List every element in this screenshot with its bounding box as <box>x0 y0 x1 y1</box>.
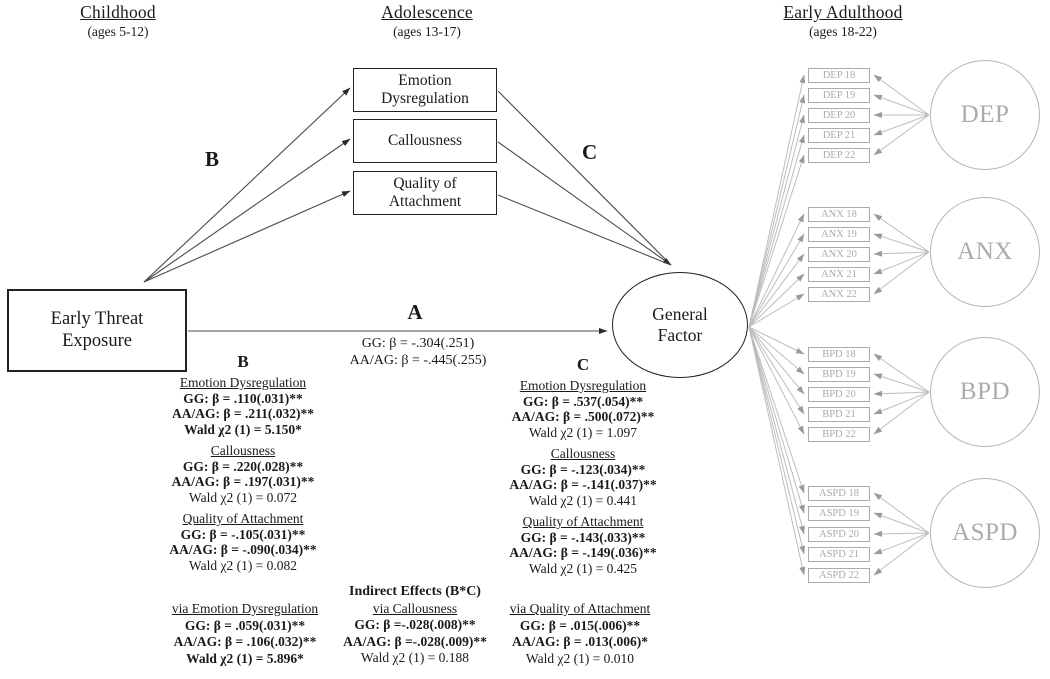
aa-ag-estimate: AA/AG: β =-.028(.009)** <box>343 633 487 649</box>
indicator-bpd-19: BPD 19 <box>808 367 870 382</box>
path-label-b: B <box>205 147 220 171</box>
header-childhood: Childhood (ages 5-12) <box>28 2 208 40</box>
section-title: Callousness <box>210 443 276 458</box>
path-label-a: A <box>407 300 423 324</box>
indicator-anx-21: ANX 21 <box>808 267 870 282</box>
section-title: Quality of Attachment <box>522 514 644 529</box>
stats-c-emotion-dysregulation: Emotion Dysregulation GG: β = .537(.054)… <box>463 378 703 440</box>
aa-ag-estimate: AA/AG: β = .500(.072)** <box>511 409 655 424</box>
stats-c-letter: C <box>576 355 590 374</box>
gg-estimate: GG: β = .537(.054)** <box>522 393 644 409</box>
b-path-arrows <box>143 87 351 283</box>
header-childhood-title: Childhood <box>80 2 156 22</box>
aa-ag-estimate: AA/AG: β = -.090(.034)** <box>169 542 317 557</box>
wald-test: Wald χ2 (1) = 0.082 <box>188 557 298 573</box>
mediator-emotion-dysregulation: Emotion Dysregulation <box>353 68 497 112</box>
indicator-bpd-21: BPD 21 <box>808 407 870 422</box>
wald-test: Wald χ2 (1) = 0.010 <box>525 650 635 666</box>
section-title: Emotion Dysregulation <box>519 378 647 393</box>
wald-test: Wald χ2 (1) = 1.097 <box>528 424 638 440</box>
header-early-adulthood: Early Adulthood (ages 18-22) <box>753 2 933 40</box>
mediator-quality-of-attachment: Quality of Attachment <box>353 171 497 215</box>
a-path-coefficients: GG: β = -.304(.251) AA/AG: β = -.445(.25… <box>298 335 538 369</box>
section-title: Quality of Attachment <box>182 511 304 526</box>
wald-test: Wald χ2 (1) = 0.441 <box>528 492 638 508</box>
a-path-aa-ag: AA/AG: β = -.445(.255) <box>349 353 487 368</box>
stats-b-quality-of-attachment: Quality of Attachment GG: β = -.105(.031… <box>123 511 363 573</box>
latent-factor-loadings <box>873 74 930 576</box>
wald-test: Wald χ2 (1) = 5.150* <box>184 421 302 437</box>
latent-factor-anx: ANX <box>930 197 1040 307</box>
indicator-anx-22: ANX 22 <box>808 287 870 302</box>
header-adolescence-ages: (ages 13-17) <box>393 24 461 39</box>
indirect-via-quality-of-attachment: via Quality of Attachment GG: β = .015(.… <box>460 601 700 667</box>
gg-estimate: GG: β = -.105(.031)** <box>180 526 306 542</box>
section-title: Callousness <box>550 446 616 461</box>
latent-factor-bpd: BPD <box>930 337 1040 447</box>
section-title: via Callousness <box>372 600 458 616</box>
section-title: Emotion Dysregulation <box>179 375 307 390</box>
gg-estimate: GG: β =-.028(.008)** <box>354 617 476 632</box>
early-threat-exposure-node: Early Threat Exposure <box>7 289 187 372</box>
indicator-bpd-20: BPD 20 <box>808 387 870 402</box>
indirect-via-callousness: Indirect Effects (B*C) via Callousness G… <box>295 584 535 667</box>
mediator-callousness: Callousness <box>353 119 497 163</box>
general-factor-loadings <box>748 74 806 576</box>
wald-test: Wald χ2 (1) = 5.896* <box>186 650 304 666</box>
indicator-dep-19: DEP 19 <box>808 88 870 103</box>
indicator-aspd-18: ASPD 18 <box>808 486 870 501</box>
indicator-anx-20: ANX 20 <box>808 247 870 262</box>
aa-ag-estimate: AA/AG: β = .211(.032)** <box>172 406 314 421</box>
aa-ag-estimate: AA/AG: β = .013(.006)* <box>512 634 648 649</box>
a-path-gg: GG: β = -.304(.251) <box>361 336 475 351</box>
indicator-bpd-18: BPD 18 <box>808 347 870 362</box>
gg-estimate: GG: β = -.143(.033)** <box>520 529 646 545</box>
indicator-dep-18: DEP 18 <box>808 68 870 83</box>
aa-ag-estimate: AA/AG: β = .106(.032)** <box>173 634 317 649</box>
indicator-aspd-22: ASPD 22 <box>808 568 870 583</box>
general-factor-node: General Factor <box>612 272 748 378</box>
gg-estimate: GG: β = .220(.028)** <box>182 458 304 474</box>
header-adolescence-title: Adolescence <box>381 2 473 22</box>
c-path-arrows <box>497 90 672 266</box>
wald-test: Wald χ2 (1) = 0.188 <box>360 650 470 665</box>
header-early-adulthood-title: Early Adulthood <box>783 2 903 22</box>
stats-column-b: B Emotion Dysregulation GG: β = .110(.03… <box>123 352 363 579</box>
gg-estimate: GG: β = .059(.031)** <box>184 617 306 633</box>
gg-estimate: GG: β = .110(.031)** <box>183 390 303 406</box>
header-childhood-ages: (ages 5-12) <box>87 24 149 39</box>
indicator-aspd-21: ASPD 21 <box>808 547 870 562</box>
wald-test: Wald χ2 (1) = 0.072 <box>188 489 298 505</box>
stats-c-quality-of-attachment: Quality of Attachment GG: β = -.143(.033… <box>463 514 703 576</box>
indirect-via-emotion-dysregulation: via Emotion Dysregulation GG: β = .059(.… <box>125 601 365 667</box>
aa-ag-estimate: AA/AG: β = .197(.031)** <box>171 474 315 489</box>
gg-estimate: GG: β = .015(.006)** <box>519 617 641 633</box>
stats-b-callousness: Callousness GG: β = .220(.028)** AA/AG: … <box>123 443 363 505</box>
aa-ag-estimate: AA/AG: β = -.141(.037)** <box>509 477 657 492</box>
latent-factor-dep: DEP <box>930 60 1040 170</box>
indicator-aspd-20: ASPD 20 <box>808 527 870 542</box>
indicator-anx-18: ANX 18 <box>808 207 870 222</box>
stats-b-letter: B <box>237 352 249 371</box>
stats-b-emotion-dysregulation: Emotion Dysregulation GG: β = .110(.031)… <box>123 375 363 437</box>
gg-estimate: GG: β = -.123(.034)** <box>520 461 646 477</box>
indicator-anx-19: ANX 19 <box>808 227 870 242</box>
indicator-bpd-22: BPD 22 <box>808 427 870 442</box>
indicator-dep-20: DEP 20 <box>808 108 870 123</box>
path-label-c: C <box>582 140 598 164</box>
indirect-effects-header: Indirect Effects (B*C) <box>349 584 481 599</box>
stats-c-callousness: Callousness GG: β = -.123(.034)** AA/AG:… <box>463 446 703 508</box>
indicator-dep-21: DEP 21 <box>808 128 870 143</box>
indicator-dep-22: DEP 22 <box>808 148 870 163</box>
section-title: via Quality of Attachment <box>509 601 651 616</box>
header-early-adulthood-ages: (ages 18-22) <box>809 24 877 39</box>
aa-ag-estimate: AA/AG: β = -.149(.036)** <box>509 545 657 560</box>
wald-test: Wald χ2 (1) = 0.425 <box>528 560 638 576</box>
indicator-aspd-19: ASPD 19 <box>808 506 870 521</box>
section-title: via Emotion Dysregulation <box>171 601 319 616</box>
header-adolescence: Adolescence (ages 13-17) <box>337 2 517 40</box>
latent-factor-aspd: ASPD <box>930 478 1040 588</box>
stats-column-c: C Emotion Dysregulation GG: β = .537(.05… <box>463 355 703 582</box>
